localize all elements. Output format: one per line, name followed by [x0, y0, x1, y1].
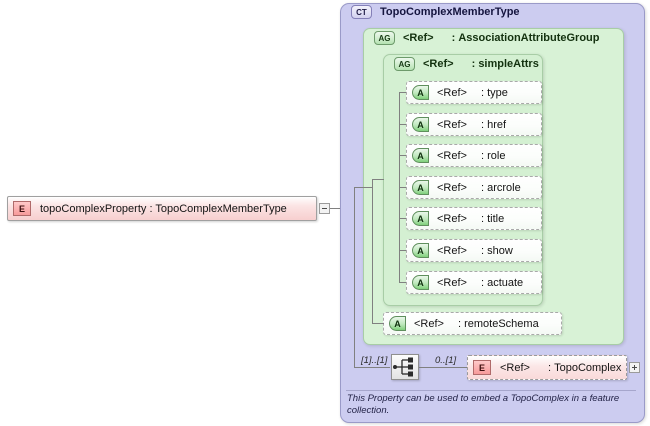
simpleattrs-header[interactable]: AG <Ref>: simpleAttrs — [389, 57, 539, 71]
attribute-row[interactable]: A <Ref>: show — [406, 239, 542, 262]
connector-spine-to-sequence — [354, 367, 390, 368]
connector-attributegroup-spine — [372, 179, 373, 324]
sequence-cardinality-right: 0..[1] — [435, 355, 457, 366]
connector-attr-actuate — [399, 282, 410, 283]
complextype-title: TopoComplexMemberType — [380, 6, 520, 18]
attributegroup-label: <Ref>: AssociationAttributeGroup — [403, 32, 599, 44]
complextype-header: CT TopoComplexMemberType — [346, 5, 520, 19]
connector-spine-to-attributegroup — [354, 187, 373, 188]
attribute-label: <Ref>: role — [437, 150, 505, 162]
attribute-icon: A — [412, 148, 429, 163]
attributegroup-sep: : — [451, 32, 456, 44]
attribute-name: title — [487, 212, 505, 225]
connector-attr-show — [399, 250, 410, 251]
attributegroup-header[interactable]: AG <Ref>: AssociationAttributeGroup — [369, 31, 599, 45]
connector-attr-href — [399, 124, 410, 125]
attribute-ref: <Ref> — [437, 276, 467, 289]
element-icon: E — [13, 201, 31, 216]
connector-attr-arcrole — [399, 187, 410, 188]
attribute-label: <Ref>: arcrole — [437, 182, 521, 194]
attribute-icon: A — [412, 117, 429, 132]
attribute-name: href — [487, 118, 507, 131]
simpleattrs-icon: AG — [394, 57, 415, 71]
element-icon: E — [473, 360, 491, 375]
attributegroup-icon: AG — [374, 31, 395, 45]
attribute-sep: : — [480, 149, 485, 162]
attribute-ref: <Ref> — [437, 86, 467, 99]
root-element-label: topoComplexProperty : TopoComplexMemberT… — [40, 202, 287, 215]
remoteschema-sep: : — [457, 317, 462, 330]
attribute-label: <Ref>: actuate — [437, 277, 523, 289]
child-element-name: TopoComplex — [554, 361, 622, 374]
attribute-ref: <Ref> — [437, 118, 467, 131]
attribute-sep: : — [480, 86, 485, 99]
attributegroup-name: AssociationAttributeGroup — [458, 32, 600, 44]
annotation-separator — [346, 390, 636, 391]
attribute-label: <Ref>: href — [437, 119, 506, 131]
attribute-icon: A — [389, 316, 406, 331]
sequence-glyph — [393, 357, 413, 377]
connector-attr-title — [399, 218, 410, 219]
attribute-sep: : — [480, 212, 485, 225]
attribute-name: arcrole — [487, 181, 521, 194]
attribute-row[interactable]: A <Ref>: actuate — [406, 271, 542, 294]
root-element-collapse-expander[interactable] — [319, 203, 330, 214]
attribute-icon: A — [412, 85, 429, 100]
connector-to-remoteschema — [372, 323, 384, 324]
attribute-ref: <Ref> — [437, 244, 467, 257]
annotation-text: This Property can be used to embed a Top… — [347, 393, 620, 416]
remoteschema-ref: <Ref> — [414, 317, 444, 330]
attribute-ref: <Ref> — [437, 212, 467, 225]
connector-sequence-to-child — [419, 367, 467, 368]
attribute-icon: A — [412, 180, 429, 195]
attribute-label: <Ref>: type — [437, 87, 508, 99]
attribute-row[interactable]: A <Ref>: arcrole — [406, 176, 542, 199]
attribute-sep: : — [480, 276, 485, 289]
attribute-sep: : — [480, 244, 485, 257]
child-element-ref: <Ref> — [500, 361, 530, 374]
attribute-sep: : — [480, 118, 485, 131]
simpleattrs-label: <Ref>: simpleAttrs — [423, 58, 539, 70]
connector-attr-role — [399, 155, 410, 156]
attributegroup-ref: <Ref> — [403, 32, 434, 44]
simpleattrs-ref: <Ref> — [423, 58, 454, 70]
attribute-name: role — [487, 149, 506, 162]
attribute-ref: <Ref> — [437, 149, 467, 162]
attribute-row[interactable]: A <Ref>: title — [406, 207, 542, 230]
simpleattrs-name: simpleAttrs — [478, 58, 539, 70]
remoteschema-attribute-row[interactable]: A <Ref>: remoteSchema — [383, 312, 562, 335]
attribute-row[interactable]: A <Ref>: type — [406, 81, 542, 104]
remoteschema-label: <Ref>: remoteSchema — [414, 318, 539, 330]
attribute-name: show — [487, 244, 513, 257]
attribute-icon: A — [412, 275, 429, 290]
sequence-cardinality-left: [1]..[1] — [361, 355, 388, 366]
attribute-icon: A — [412, 243, 429, 258]
child-element-expand-expander[interactable] — [629, 362, 640, 373]
attribute-ref: <Ref> — [437, 181, 467, 194]
connector-to-simpleattrs — [372, 179, 384, 180]
attribute-row[interactable]: A <Ref>: href — [406, 113, 542, 136]
complextype-icon: CT — [351, 5, 372, 19]
attribute-row[interactable]: A <Ref>: role — [406, 144, 542, 167]
sequence-compositor-icon[interactable] — [391, 354, 419, 380]
attribute-name: actuate — [487, 276, 524, 289]
attribute-icon: A — [412, 211, 429, 226]
attribute-label: <Ref>: show — [437, 245, 513, 257]
remoteschema-name: remoteSchema — [464, 317, 539, 330]
attribute-label: <Ref>: title — [437, 213, 504, 225]
simpleattrs-sep: : — [471, 58, 476, 70]
connector-attr-type — [399, 92, 410, 93]
child-element-label: <Ref>: TopoComplex — [500, 362, 621, 374]
connector-type-spine — [354, 187, 355, 367]
attribute-name: type — [487, 86, 508, 99]
child-element-box[interactable]: E <Ref>: TopoComplex — [467, 355, 627, 380]
attribute-sep: : — [480, 181, 485, 194]
root-element-box[interactable]: E topoComplexProperty : TopoComplexMembe… — [7, 196, 317, 221]
child-element-sep: : — [547, 361, 552, 374]
